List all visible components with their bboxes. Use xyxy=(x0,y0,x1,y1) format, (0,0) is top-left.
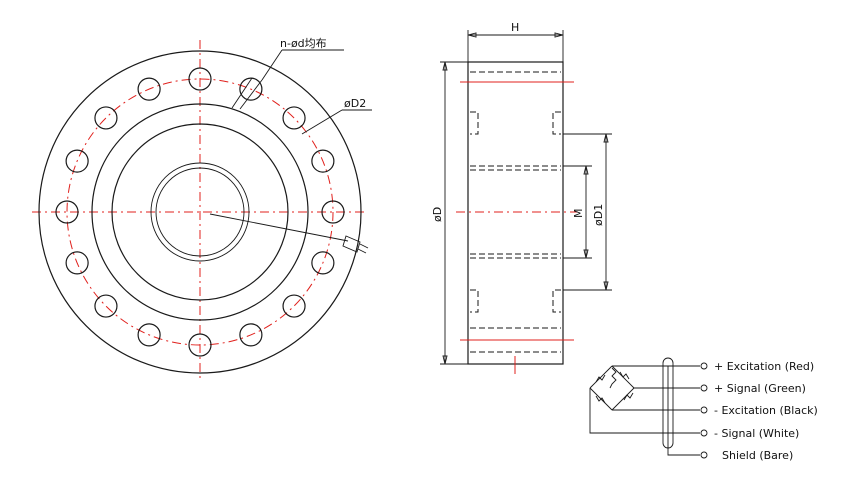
bolt-hole xyxy=(239,77,263,101)
side-view: H øD M xyxy=(431,21,612,374)
shield-capsule xyxy=(662,357,674,449)
holes-leader-b xyxy=(239,79,263,110)
pcd-label: øD2 xyxy=(344,97,366,110)
hub-outer xyxy=(150,162,250,262)
bolt-hole xyxy=(94,106,118,130)
bolt-hole xyxy=(321,200,345,224)
wire-label-shield-bare: Shield (Bare) xyxy=(722,449,793,462)
outer-flange xyxy=(38,50,362,374)
bolt-hole xyxy=(55,200,79,224)
side-body xyxy=(467,61,564,365)
bolt-hole xyxy=(94,294,118,318)
holes-leader-c xyxy=(261,49,283,81)
holes-leader-a xyxy=(231,77,253,109)
bolt-circle xyxy=(66,78,334,346)
pcd-leader xyxy=(301,109,343,135)
bolt-hole xyxy=(65,149,89,173)
front-view: n-ød均布 øD2 xyxy=(32,37,372,382)
cable-connector xyxy=(342,235,369,254)
wire-label-excitation-red: + Excitation (Red) xyxy=(714,360,814,373)
bolt-hole xyxy=(282,294,306,318)
bridge-circuit xyxy=(589,365,635,411)
bolt-hole xyxy=(137,323,161,347)
bolt-hole xyxy=(239,323,263,347)
bolt-hole xyxy=(282,106,306,130)
outer-dia-label: øD xyxy=(431,207,444,222)
bolt-holes xyxy=(55,67,345,357)
ring-outer xyxy=(91,103,309,321)
cable-line xyxy=(209,213,349,242)
bolt-hole xyxy=(188,67,212,91)
hub-bore xyxy=(155,167,245,257)
wire-label-signal-white: - Signal (White) xyxy=(714,427,799,440)
bolt-hole xyxy=(188,333,212,357)
inner-dia-label: øD1 xyxy=(592,204,605,226)
bolt-hole xyxy=(137,77,161,101)
wire-label-excitation-black: - Excitation (Black) xyxy=(714,404,818,417)
holes-label: n-ød均布 xyxy=(280,37,327,50)
bolt-hole xyxy=(311,251,335,275)
wire-label-signal-green: + Signal (Green) xyxy=(714,382,806,395)
ring-middle xyxy=(111,123,289,301)
wiring-diagram: + Excitation (Red) + Signal (Green) - Ex… xyxy=(589,357,818,462)
bolt-hole xyxy=(311,149,335,173)
thread-label: M xyxy=(572,209,585,219)
height-label: H xyxy=(511,21,519,34)
bolt-hole xyxy=(65,251,89,275)
